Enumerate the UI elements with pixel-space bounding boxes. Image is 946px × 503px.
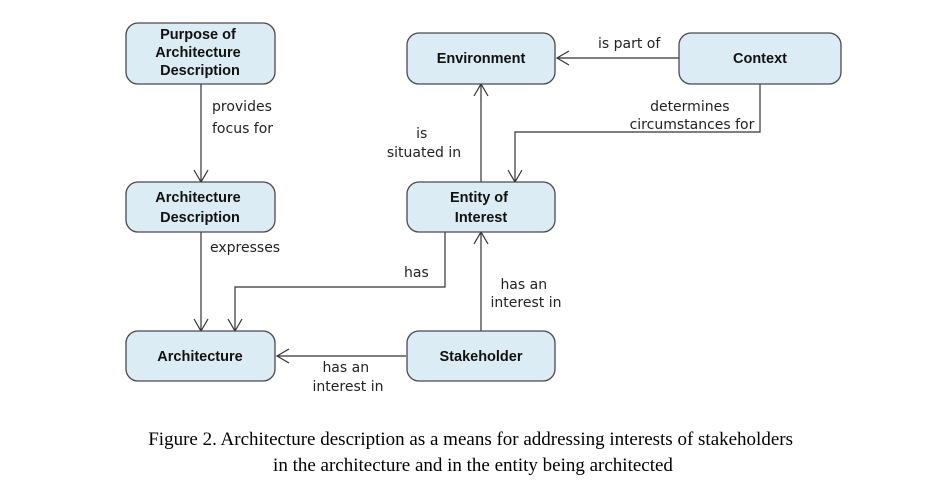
node-label-line: Architecture [155,45,240,61]
node-purpose-of-architecture-description: Purpose of Architecture Description [125,22,276,85]
node-entity-of-interest: Entity of Interest [406,181,556,233]
label-line: has an [322,360,369,376]
svg-text:Entity of Interest: Entity of Interest [450,190,512,226]
node-environment: Environment [406,32,556,85]
label-line: situated in [387,145,461,161]
label-is-situated-in: is situated in [387,126,461,161]
label-line: determines [650,99,729,115]
node-label-line: Environment [437,51,526,67]
svg-text:Architecture Description: Architecture Description [155,190,244,226]
label-stakeholder-interest-architecture: has an interest in [313,360,384,395]
label-line: expresses [210,240,280,256]
label-has: has [404,265,429,281]
node-context: Context [678,32,842,85]
label-line: is [416,126,427,142]
node-stakeholder: Stakeholder [406,330,556,382]
label-is-part-of: is part of [598,36,661,52]
node-label-line: Context [733,51,787,67]
label-line: interest in [313,379,384,395]
edge-stakeholder-interest-architecture [275,348,406,364]
label-line: focus for [212,121,273,137]
node-architecture: Architecture [125,330,276,382]
svg-text:Context: Context [733,51,787,67]
node-label-line: Interest [455,210,508,226]
node-label-line: Architecture [155,190,240,206]
node-label-line: Purpose of [160,27,236,43]
node-architecture-description: Architecture Description [125,181,276,233]
svg-text:Architecture: Architecture [157,349,242,365]
edge-expresses [193,232,209,333]
label-provides-focus-for: provides focus for [212,99,276,137]
edge-is-situated-in [473,82,489,182]
label-line: has [404,265,429,281]
label-stakeholder-interest-entity: has an interest in [491,277,562,311]
label-line: interest in [491,295,562,311]
label-line: is part of [598,36,661,52]
node-label-line: Description [160,210,240,226]
svg-text:Stakeholder: Stakeholder [440,349,523,365]
edge-is-part-of [555,50,679,66]
svg-text:Environment: Environment [437,51,526,67]
label-expresses: expresses [210,240,280,256]
node-label-line: Entity of [450,190,508,206]
figure-caption: Figure 2. Architecture description as a … [148,429,798,476]
label-line: circumstances for [630,117,755,133]
caption-line-1: Figure 2. Architecture description as a … [148,429,793,450]
node-label-line: Stakeholder [440,349,523,365]
caption-line-2: in the architecture and in the entity be… [273,455,673,476]
edge-provides-focus-for [193,84,209,184]
label-line: provides [212,99,272,115]
label-determines-circumstances-for: determines circumstances for [630,99,755,133]
svg-text:Purpose of Architecture: Purpose of Architecture Description [155,27,244,79]
node-label-line: Description [160,63,240,79]
node-label-line: Architecture [157,349,242,365]
label-line: has an [500,277,547,293]
edge-stakeholder-interest-entity [473,230,489,331]
